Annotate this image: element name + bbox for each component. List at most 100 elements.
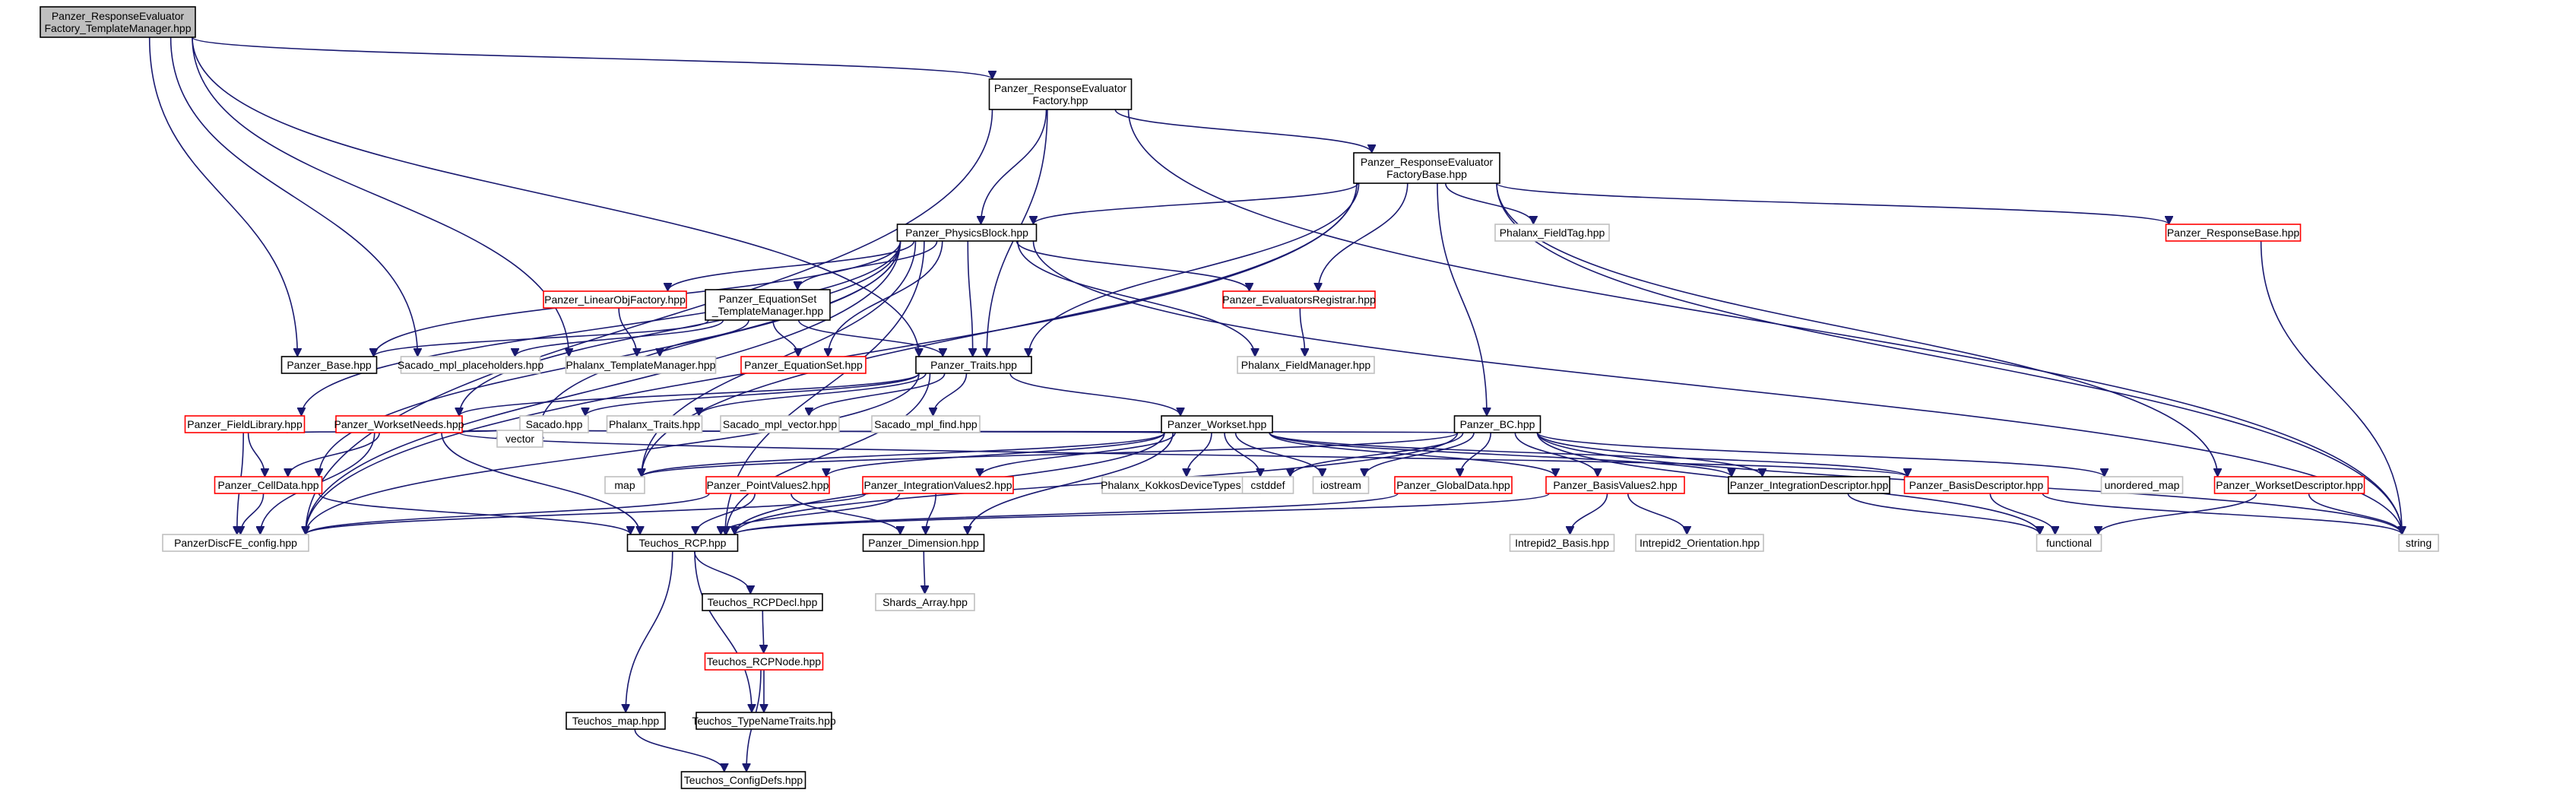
node-label: Panzer_PointValues2.hpp <box>707 479 829 491</box>
node-cfg[interactable]: Teuchos_ConfigDefs.hpp <box>680 771 806 789</box>
node-traits[interactable]: Panzer_Traits.hpp <box>915 356 1032 374</box>
edge-cd-to-rcp <box>318 493 631 535</box>
node-vector: vector <box>496 430 543 448</box>
edge-pb-to-fl <box>302 240 901 416</box>
node-box <box>871 415 981 433</box>
node-rcpdecl[interactable]: Teuchos_RCPDecl.hpp <box>702 593 823 611</box>
node-box <box>875 593 975 611</box>
edge-ws-to-kdt <box>1187 432 1212 477</box>
edge-bd-to-functional <box>1989 493 2055 535</box>
node-label: iostream <box>1320 479 1361 491</box>
node-box <box>862 534 985 552</box>
node-box <box>680 771 806 789</box>
node-box <box>1545 476 1685 494</box>
node-ws[interactable]: Panzer_Workset.hpp <box>1161 415 1273 433</box>
node-smf: Sacado_mpl_find.hpp <box>871 415 981 433</box>
edge-gd-to-rcp <box>735 493 1399 535</box>
node-box <box>335 415 463 433</box>
node-sacado: Sacado.hpp <box>519 415 589 433</box>
node-iostream: iostream <box>1312 476 1370 494</box>
node-shards: Shards_Array.hpp <box>875 593 975 611</box>
edge-rcp-to-tnt <box>694 550 752 712</box>
node-label: Intrepid2_Orientation.hpp <box>1640 537 1760 549</box>
node-label: Panzer_EvaluatorsRegistrar.hpp <box>1222 293 1376 306</box>
node-box <box>543 290 687 309</box>
node-label: Panzer_EquationSet.hpp <box>744 359 863 371</box>
node-label: Factory_TemplateManager.hpp <box>45 22 192 34</box>
node-dim[interactable]: Panzer_Dimension.hpp <box>862 534 985 552</box>
node-pdfe: PanzerDiscFE_config.hpp <box>162 534 309 552</box>
node-fl[interactable]: Panzer_FieldLibrary.hpp <box>184 415 306 433</box>
edge-pv2-to-pdfe <box>306 493 710 535</box>
node-label: Panzer_WorksetDescriptor.hpp <box>2216 479 2363 491</box>
node-box <box>2036 534 2102 552</box>
node-label: Sacado_mpl_placeholders.hpp <box>398 359 543 371</box>
node-tmap[interactable]: Teuchos_map.hpp <box>566 712 666 730</box>
node-lof[interactable]: Panzer_LinearObjFactory.hpp <box>543 290 687 309</box>
node-er[interactable]: Panzer_EvaluatorsRegistrar.hpp <box>1222 290 1376 309</box>
node-umap: unordered_map <box>2100 476 2184 494</box>
node-pb[interactable]: Panzer_PhysicsBlock.hpp <box>896 224 1038 242</box>
edge-pv2-to-dim <box>791 493 901 535</box>
node-label: Teuchos_RCP.hpp <box>639 537 727 549</box>
edge-estm-to-ptm <box>660 319 749 357</box>
node-label: PanzerDiscFE_config.hpp <box>174 537 297 549</box>
node-label: Panzer_BasisValues2.hpp <box>1553 479 1677 491</box>
node-iv2[interactable]: Panzer_IntegrationValues2.hpp <box>862 476 1014 494</box>
node-bc[interactable]: Panzer_BC.hpp <box>1453 415 1541 433</box>
node-label: Panzer_WorksetNeeds.hpp <box>334 418 464 430</box>
edge-pv2-to-rcp <box>695 493 756 535</box>
node-label: Phalanx_KokkosDeviceTypes.hpp <box>1101 479 1262 491</box>
node-bd[interactable]: Panzer_BasisDescriptor.hpp <box>1903 476 2049 494</box>
node-box <box>896 224 1038 242</box>
node-label: Teuchos_TypeNameTraits.hpp <box>692 715 836 727</box>
node-string: string <box>2398 534 2439 552</box>
edge-refb-to-traits <box>1028 182 1360 357</box>
edge-ws-to-map <box>642 432 1165 477</box>
node-bv2[interactable]: Panzer_BasisValues2.hpp <box>1545 476 1685 494</box>
edge-bc-to-cstddef <box>1291 432 1464 477</box>
node-estm[interactable]: Panzer_EquationSet_TemplateManager.hpp <box>705 289 831 321</box>
edge-refb-to-bc <box>1437 182 1487 416</box>
node-gd[interactable]: Panzer_GlobalData.hpp <box>1394 476 1513 494</box>
edge-wd-to-functional <box>2099 493 2258 535</box>
node-root[interactable]: Panzer_ResponseEvaluatorFactory_Template… <box>40 6 196 38</box>
node-label: Panzer_BasisDescriptor.hpp <box>1909 479 2044 491</box>
node-tnt[interactable]: Teuchos_TypeNameTraits.hpp <box>692 712 836 730</box>
node-kdt: Phalanx_KokkosDeviceTypes.hpp <box>1101 476 1262 494</box>
node-box <box>2398 534 2439 552</box>
node-layer: Panzer_ResponseEvaluatorFactory_Template… <box>40 6 2439 789</box>
node-id[interactable]: Panzer_IntegrationDescriptor.hpp <box>1728 476 1890 494</box>
edge-iv2-to-pdfe <box>306 493 867 535</box>
edge-wn-to-bd <box>458 432 1908 477</box>
node-rcp[interactable]: Teuchos_RCP.hpp <box>626 534 739 552</box>
node-box <box>2165 224 2302 242</box>
node-label: Phalanx_TemplateManager.hpp <box>566 359 716 371</box>
edge-er-to-fm <box>1299 307 1304 357</box>
edge-pb-to-es <box>828 240 943 357</box>
node-cd[interactable]: Panzer_CellData.hpp <box>214 476 323 494</box>
node-label: unordered_map <box>2105 479 2180 491</box>
edge-refb-to-rb <box>1496 182 2169 225</box>
node-rb[interactable]: Panzer_ResponseBase.hpp <box>2165 224 2302 242</box>
node-base[interactable]: Panzer_Base.hpp <box>280 356 378 374</box>
node-label: cstddef <box>1250 479 1285 491</box>
node-label: Panzer_ResponseEvaluator <box>994 82 1127 94</box>
node-label: Panzer_Workset.hpp <box>1168 418 1267 430</box>
edge-bc-to-vector <box>539 430 1459 433</box>
node-pv2[interactable]: Panzer_PointValues2.hpp <box>705 476 830 494</box>
node-smp: Sacado_mpl_placeholders.hpp <box>398 356 543 374</box>
node-label: Panzer_FieldLibrary.hpp <box>187 418 303 430</box>
node-es[interactable]: Panzer_EquationSet.hpp <box>740 356 867 374</box>
edge-rcpdecl-to-rcpnode <box>762 610 763 653</box>
node-wn[interactable]: Panzer_WorksetNeeds.hpp <box>334 415 464 433</box>
node-box <box>2100 476 2184 494</box>
node-box <box>862 476 1014 494</box>
edge-bc-to-rcp <box>735 432 1459 535</box>
node-box <box>1161 415 1273 433</box>
node-rcpnode[interactable]: Teuchos_RCPNode.hpp <box>704 652 824 671</box>
node-wd[interactable]: Panzer_WorksetDescriptor.hpp <box>2213 476 2365 494</box>
node-label: Panzer_ResponseEvaluator <box>52 10 185 22</box>
